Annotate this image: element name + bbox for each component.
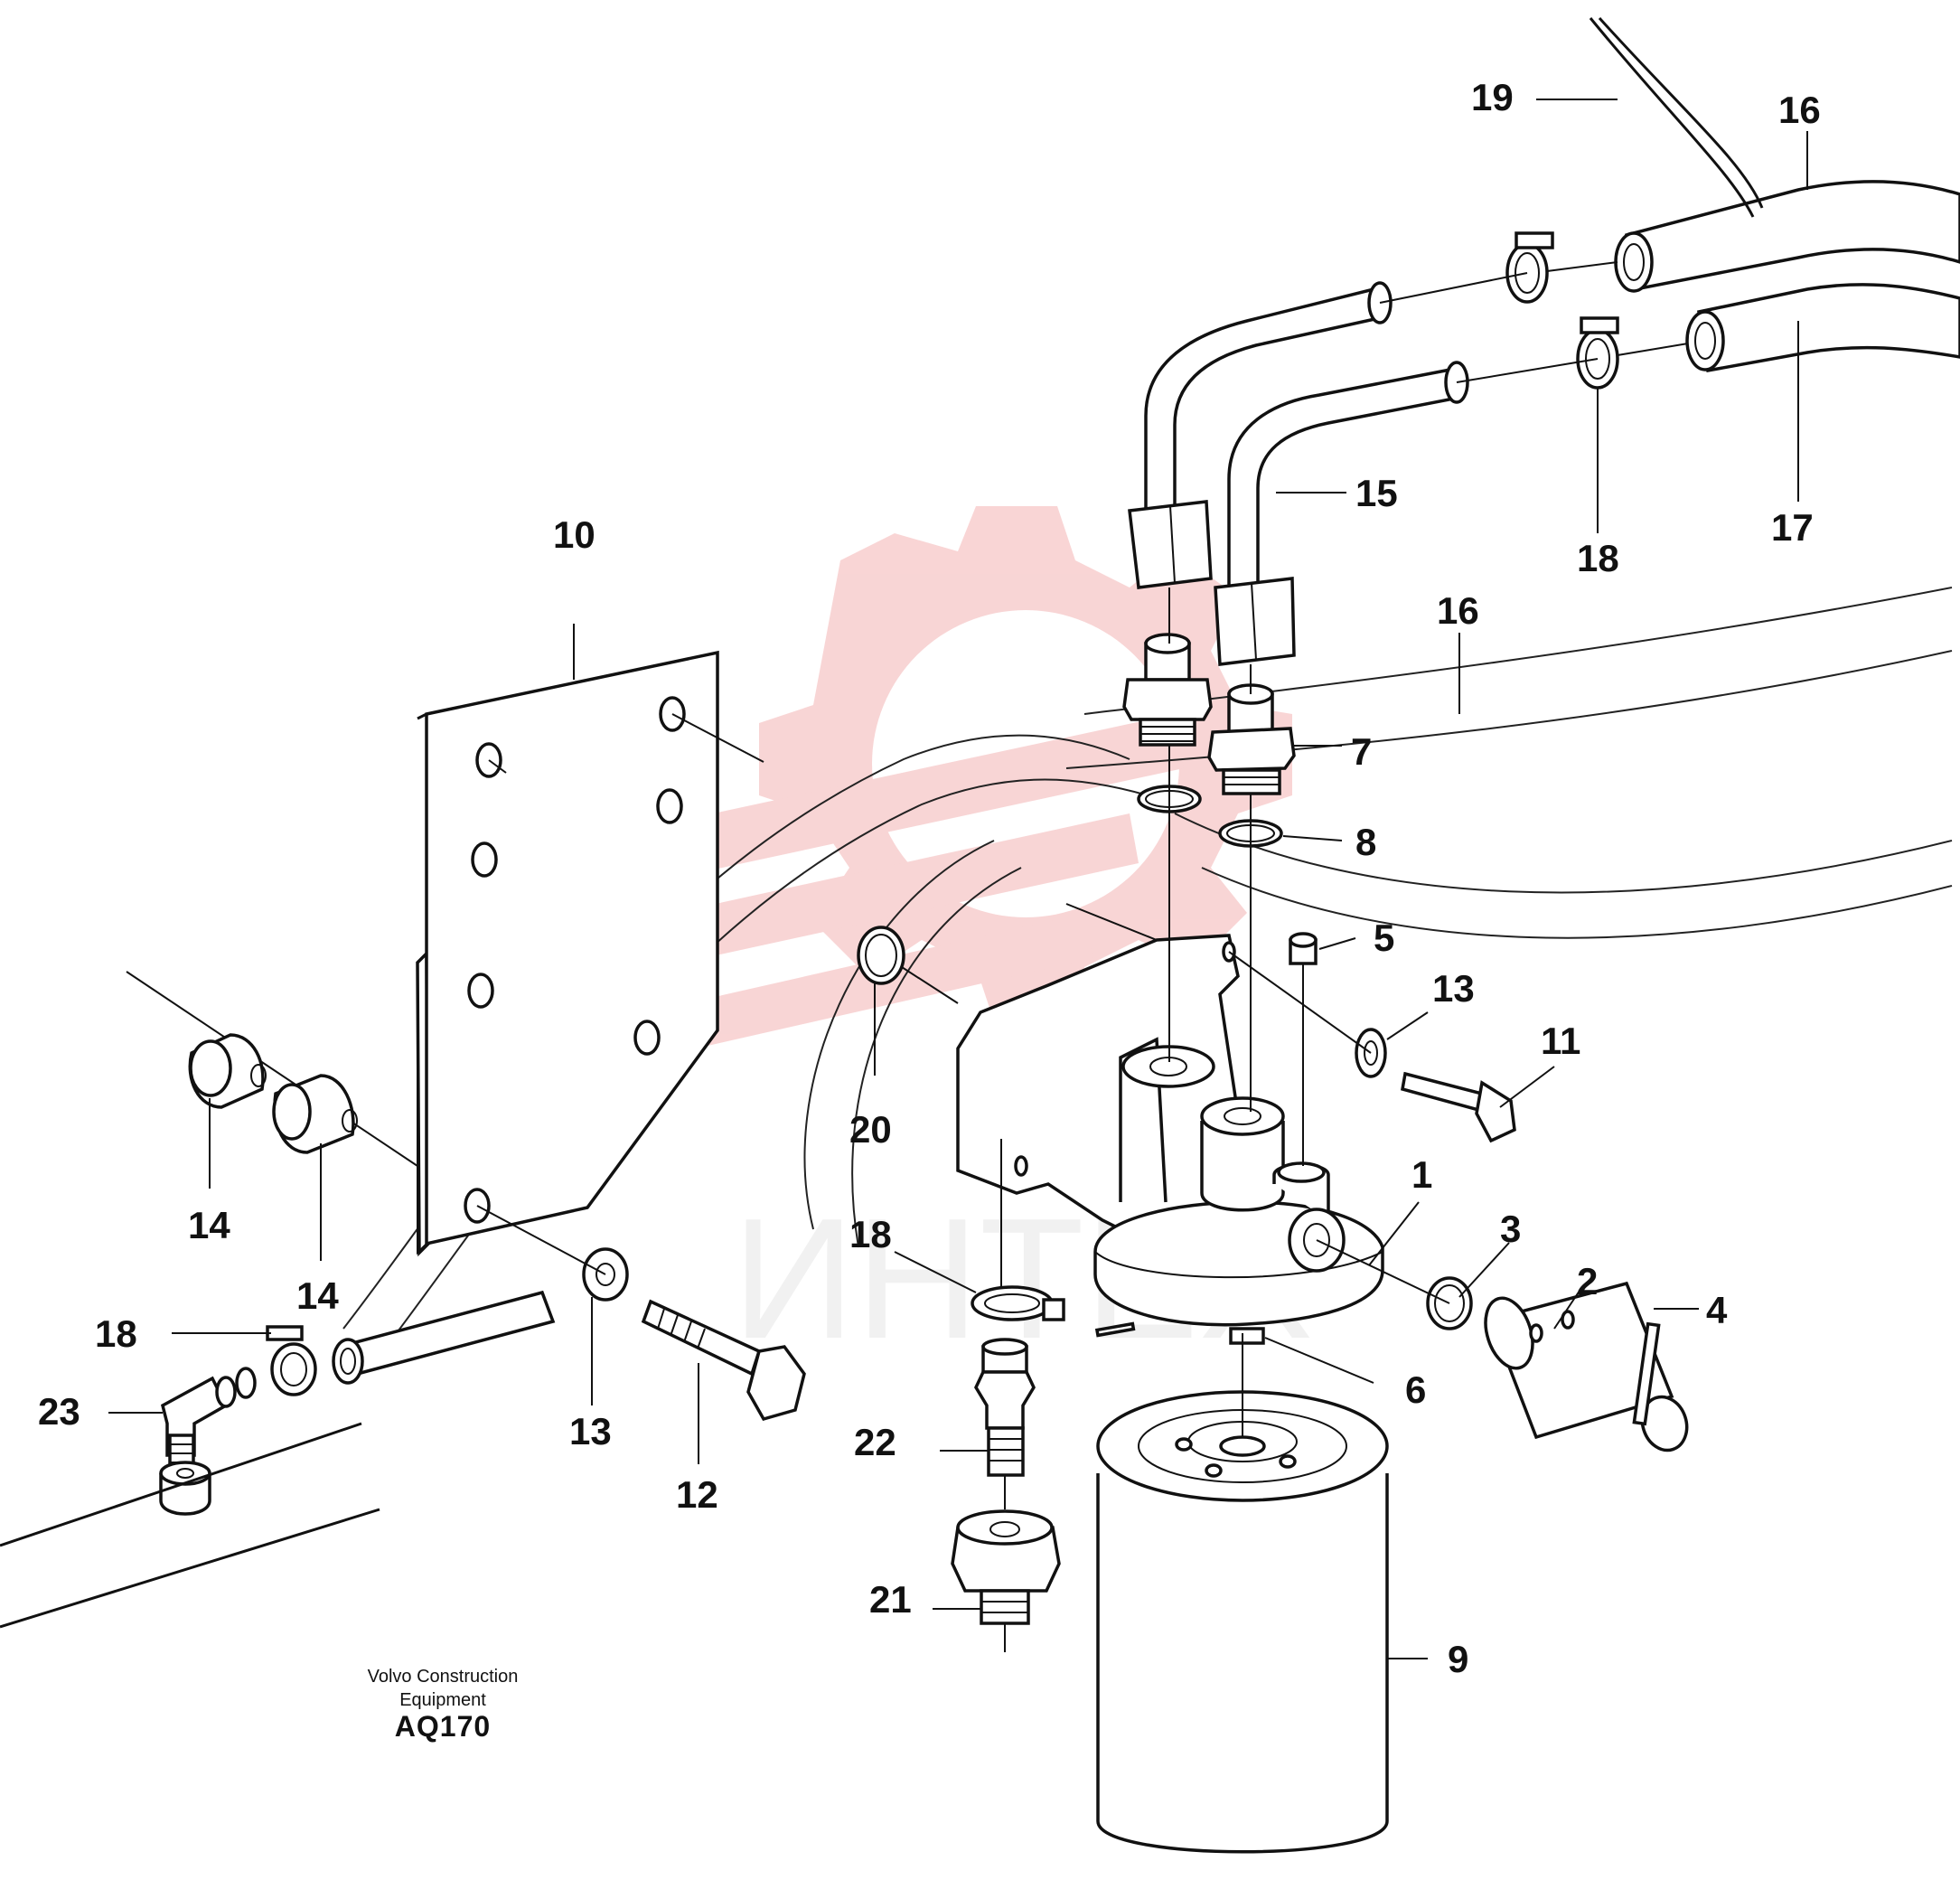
callout-16: 16 bbox=[1778, 89, 1821, 131]
right-hoses bbox=[1379, 16, 1960, 390]
left-side-parts bbox=[0, 971, 806, 1629]
callout-19: 19 bbox=[1471, 76, 1514, 118]
drain-parts bbox=[951, 1139, 1065, 1652]
callout-6: 6 bbox=[1405, 1368, 1426, 1411]
callout-18: 18 bbox=[1577, 537, 1619, 579]
publisher-caption: Volvo Construction Equipment bbox=[298, 1665, 587, 1712]
callout-10: 10 bbox=[553, 513, 596, 556]
callout-21: 21 bbox=[869, 1578, 912, 1621]
plate-holes bbox=[464, 696, 686, 1224]
callout-18-left: 18 bbox=[95, 1312, 137, 1355]
callout-2: 2 bbox=[1577, 1260, 1598, 1302]
callout-1: 1 bbox=[1411, 1153, 1432, 1196]
callout-8: 8 bbox=[1355, 821, 1376, 863]
unions-and-seals bbox=[1122, 588, 1296, 1112]
mounting-plate bbox=[416, 650, 764, 1257]
valve-assembly bbox=[1316, 1239, 1689, 1452]
callout-17: 17 bbox=[1771, 506, 1814, 549]
publisher-line-1: Volvo Construction bbox=[367, 1667, 519, 1687]
callout-13: 13 bbox=[1432, 967, 1475, 1010]
callout-23: 23 bbox=[38, 1390, 80, 1433]
filter-head bbox=[956, 903, 1384, 1345]
callout-22: 22 bbox=[854, 1421, 896, 1463]
callout-14: 14 bbox=[188, 1204, 230, 1246]
callout-12: 12 bbox=[676, 1473, 718, 1516]
callout-9: 9 bbox=[1448, 1638, 1468, 1680]
callout-labels: 19 16 15 17 18 16 10 7 8 5 13 11 20 1 14… bbox=[38, 76, 1821, 1680]
filter-cartridge bbox=[1096, 1333, 1389, 1854]
seal-20 bbox=[857, 926, 959, 1004]
callout-3: 3 bbox=[1500, 1208, 1521, 1250]
callout-11: 11 bbox=[1541, 1020, 1580, 1062]
diagram-code: AQ170 bbox=[394, 1710, 492, 1743]
callout-7: 7 bbox=[1351, 730, 1372, 773]
callout-5: 5 bbox=[1374, 916, 1394, 959]
callout-13-left: 13 bbox=[569, 1410, 612, 1452]
callout-15: 15 bbox=[1355, 472, 1398, 514]
publisher-line-2: Equipment bbox=[399, 1690, 486, 1710]
leader-lines bbox=[108, 99, 1808, 1659]
pipes bbox=[1128, 281, 1469, 666]
callout-18-middle: 18 bbox=[849, 1213, 892, 1255]
callout-14-second: 14 bbox=[296, 1274, 339, 1317]
callout-20: 20 bbox=[849, 1108, 892, 1151]
fasteners-right bbox=[1228, 932, 1516, 1166]
callout-4: 4 bbox=[1706, 1289, 1728, 1331]
callout-16-lower: 16 bbox=[1437, 589, 1479, 632]
